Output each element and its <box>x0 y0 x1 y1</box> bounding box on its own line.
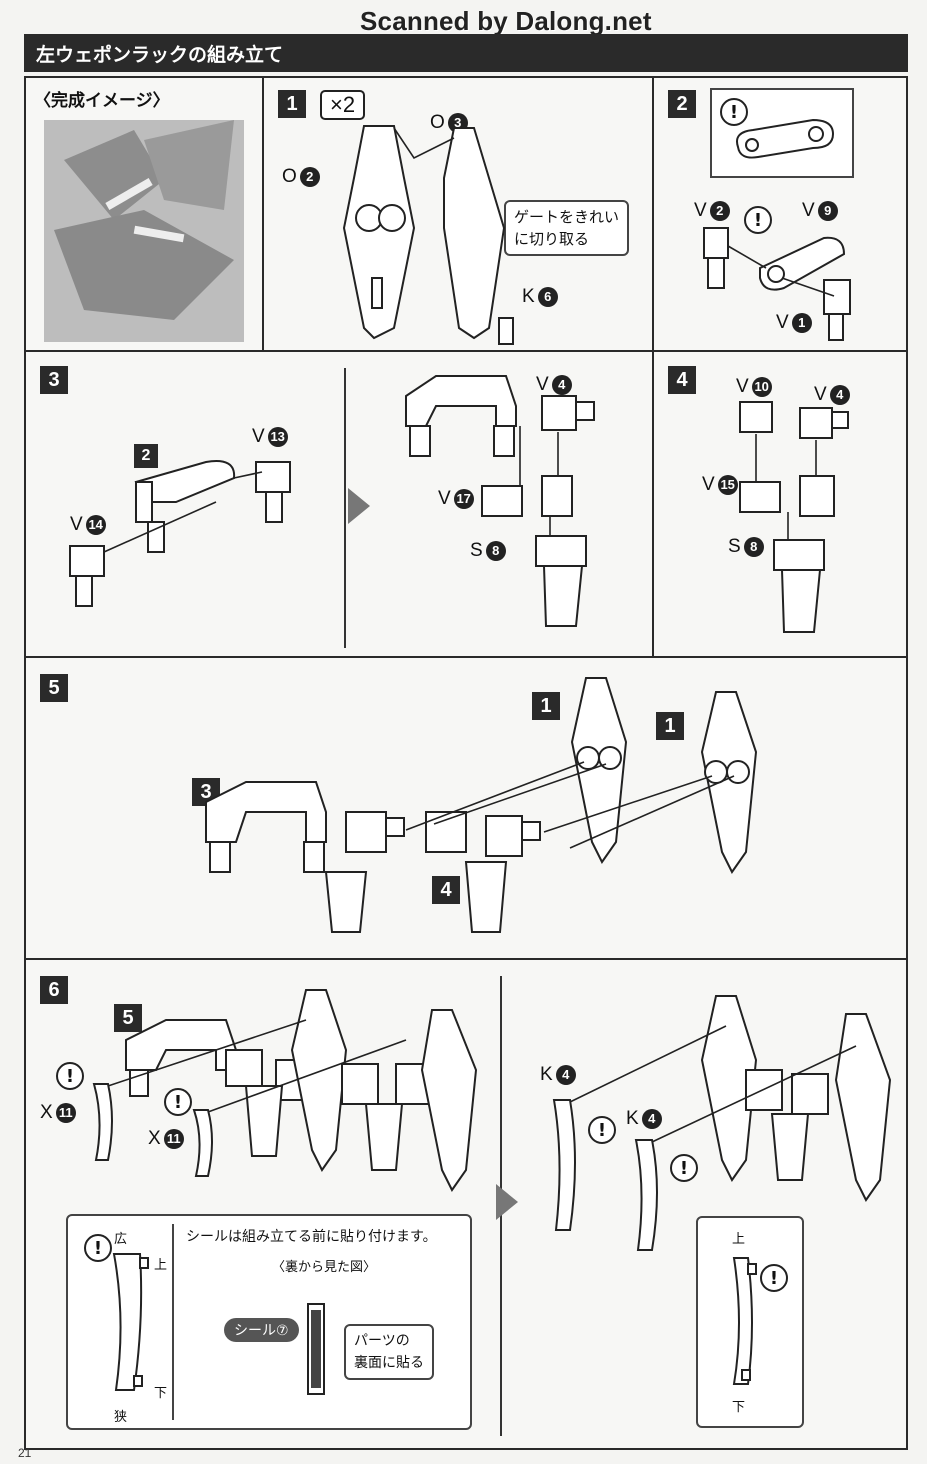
step-6-left-diagram <box>92 989 478 1192</box>
stick-callout: パーツの裏面に貼る <box>344 1324 434 1380</box>
step-2-number: 2 <box>668 90 696 118</box>
warning-icon: ! <box>670 1154 698 1182</box>
gate-callout: ゲートをきれいに切り取る <box>504 200 630 256</box>
preview-panel: 〈完成イメージ〉 <box>24 76 264 352</box>
narrow-label: 狭 <box>114 1410 128 1425</box>
step-5-ref-1a: 1 <box>532 692 560 720</box>
warning-icon: ! <box>164 1088 192 1116</box>
next-arrow-icon <box>496 1184 518 1220</box>
sticker-detail-box: ! 広 上 下 狭 シールは組み立てる前に貼り付けます。 〈裏から見た図〉 シー… <box>66 1214 472 1430</box>
warning-icon: ! <box>84 1234 112 1262</box>
step-5-diagram <box>205 677 758 933</box>
k4-detail-part <box>732 1257 757 1385</box>
warning-icon: ! <box>760 1264 788 1292</box>
arm-detail <box>736 118 835 159</box>
back-view-label: 〈裏から見た図〉 <box>272 1260 377 1275</box>
step-3-ref-2: 2 <box>134 444 158 468</box>
quantity-multiplier: ×2 <box>320 90 366 120</box>
section-title-bar: 左ウェポンラックの組み立て <box>24 34 908 72</box>
warning-icon: ! <box>56 1062 84 1090</box>
step-5-ref-1b: 1 <box>656 712 684 740</box>
section-title: 左ウェポンラックの組み立て <box>36 44 284 66</box>
detail-divider <box>172 1224 174 1420</box>
step-2-detail-box: ! <box>710 88 854 178</box>
detail-bottom-label: 下 <box>732 1400 746 1415</box>
seal-strip <box>307 1303 325 1395</box>
step-1-diagram <box>342 125 514 345</box>
watermark: Scanned by Dalong.net <box>360 6 652 36</box>
step-5-ref-4: 4 <box>432 876 460 904</box>
page-number: 21 <box>18 1446 32 1460</box>
k4-detail-box: 上 下 ! <box>696 1216 804 1428</box>
step-1-number: 1 <box>278 90 306 118</box>
bottom-label: 下 <box>154 1386 168 1401</box>
step-6-right-diagram <box>552 995 892 1251</box>
preview-label: 〈完成イメージ〉 <box>34 91 170 111</box>
step-6-ref-5: 5 <box>114 1004 142 1032</box>
step-2-diagram <box>703 227 851 341</box>
step-3-left-diagram <box>69 460 291 607</box>
step-5-number: 5 <box>40 674 68 702</box>
step-4-diagram <box>739 401 849 633</box>
step-3-number: 3 <box>40 366 68 394</box>
part-x11-back-view <box>112 1253 149 1391</box>
warning-icon: ! <box>720 98 748 126</box>
step-3-divider <box>344 368 346 648</box>
warning-icon: ! <box>744 206 772 234</box>
seal-7-badge: シール⑦ <box>224 1318 299 1342</box>
warning-icon: ! <box>588 1116 616 1144</box>
top-label: 上 <box>154 1258 168 1273</box>
step-4-number: 4 <box>668 366 696 394</box>
step-6-number: 6 <box>40 976 68 1004</box>
detail-top-label: 上 <box>732 1232 746 1247</box>
preview-silhouette <box>54 120 234 320</box>
step-3-right-diagram <box>405 375 595 627</box>
wide-label: 広 <box>114 1232 128 1247</box>
next-arrow-icon <box>348 488 370 524</box>
sticker-note: シールは組み立てる前に貼り付けます。 <box>186 1229 437 1245</box>
preview-image <box>44 120 244 342</box>
step-5-panel: 5 1 1 3 4 <box>24 656 908 960</box>
